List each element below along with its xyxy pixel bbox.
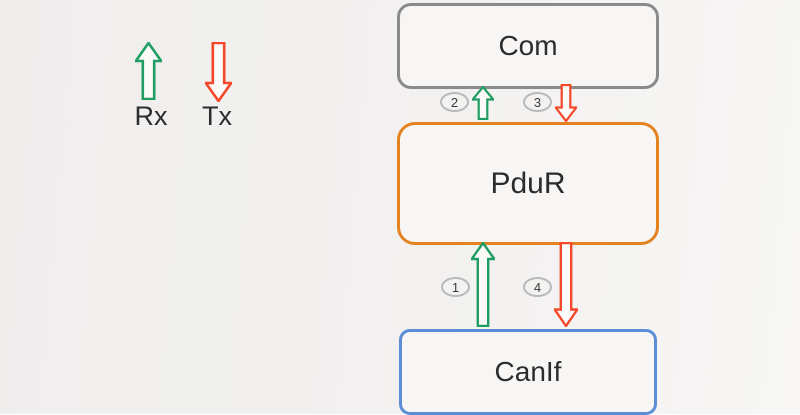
flow-badge-1-number: 1	[451, 279, 460, 295]
flow-badge-3: 3	[523, 92, 552, 112]
flow-badge-4: 4	[523, 277, 552, 297]
flow-4-down-arrow-icon	[554, 242, 578, 327]
module-box-canif: CanIf	[399, 329, 657, 415]
legend-label-rx: Rx	[134, 101, 168, 131]
tx-down-arrow-icon	[205, 42, 232, 102]
module-box-com: Com	[397, 3, 659, 89]
flow-badge-3-number: 3	[533, 94, 542, 110]
flow-3-down-arrow-icon	[555, 84, 577, 122]
flow-badge-1: 1	[441, 277, 470, 297]
flow-badge-2: 2	[440, 92, 469, 112]
flow-1-up-arrow-icon	[471, 242, 495, 327]
module-label-pdur: PduR	[490, 166, 566, 200]
flow-badge-2-number: 2	[450, 94, 459, 110]
module-box-pdur: PduR	[397, 122, 659, 245]
module-label-canif: CanIf	[494, 356, 562, 387]
flow-badge-4-number: 4	[533, 279, 542, 295]
flow-2-up-arrow-icon	[472, 86, 494, 120]
module-label-com: Com	[498, 30, 558, 61]
rx-up-arrow-icon	[135, 42, 162, 100]
legend-label-tx: Tx	[202, 101, 232, 131]
